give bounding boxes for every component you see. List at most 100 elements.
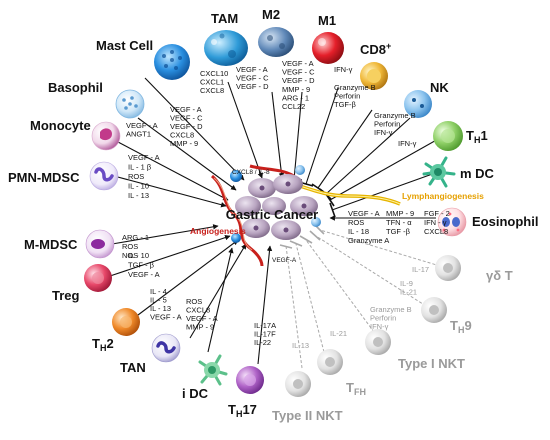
dash-th9 — [315, 235, 427, 307]
th2-cell — [112, 308, 140, 336]
inhibit-m1 — [305, 87, 339, 185]
mast-factor: VEGF - C — [236, 74, 269, 83]
pmnmdsc-cell — [89, 161, 119, 191]
m1-name: M1 — [318, 13, 336, 28]
nk-name: NK — [430, 80, 449, 95]
cd8-factor: Perforin — [334, 92, 360, 101]
th9-name: TH9 — [450, 318, 472, 335]
nk-factor: Perforin — [374, 120, 400, 129]
th1-factor: IFN-γ — [398, 139, 417, 148]
th1-name: TH1 — [466, 128, 488, 145]
m2extra-factor: CCL22 — [282, 102, 305, 111]
th1-cell — [433, 121, 463, 151]
arrow-th2 — [133, 239, 239, 319]
th2-factor: IL - 13 — [150, 304, 171, 313]
mmdsc-factor: ARG - 1 — [122, 233, 149, 242]
center-cxcl8-tag: CXCL8 / IL-8 — [232, 169, 270, 176]
th2-factor: IL - 5 — [150, 296, 167, 305]
blood-vessel — [210, 174, 264, 267]
inhibit-bar-mdc — [329, 202, 336, 218]
monocyte-factor: ANGT1 — [126, 130, 151, 139]
nk-factor: Granzyme B — [374, 111, 416, 120]
eosinophil-factor: TFN - α — [386, 218, 412, 227]
tfh-factor: IL-21 — [330, 329, 347, 338]
type2nkt-name: Type II NKT — [272, 408, 343, 423]
cell-names: TAM M2 M1 CD8+ Mast Cell Basophil NK Mon… — [8, 7, 538, 423]
arrow-idc — [207, 247, 234, 353]
eosinophil-factor: CXCL8 — [424, 227, 448, 236]
dash-type1nkt — [305, 239, 375, 333]
tam-factor: CXCL10 — [200, 69, 228, 78]
mmdsc-name: M-MDSC — [24, 237, 78, 252]
m1-factor: IFN-γ — [334, 65, 353, 74]
tam-factor: CXCL8 — [200, 86, 224, 95]
type2nkt-factor: IL-13 — [292, 341, 309, 350]
th2-factor: IL - 4 — [150, 287, 167, 296]
type1nkt-factor: IFN-γ — [370, 322, 389, 331]
th17-factor: IL-17A — [254, 321, 276, 330]
eosinophil-factor: IL - 18 — [348, 227, 369, 236]
eosinophil-factor: MMP - 9 — [386, 209, 414, 218]
inhibit-th1 — [329, 137, 441, 201]
type1nkt-name: Type I NKT — [398, 356, 465, 371]
cd8-name: CD8+ — [360, 41, 391, 57]
center-vegf-tag: VEGF-A — [272, 257, 297, 264]
treg-factor: VEGF - A — [128, 270, 160, 279]
th9-factor: IL-21 — [400, 288, 417, 297]
mmdsc-factor: ROS — [122, 242, 138, 251]
inhibit-mdc — [331, 171, 439, 211]
nk-factor: IFN-γ — [374, 128, 393, 137]
tan-cell — [151, 333, 181, 363]
mast-name: Mast Cell — [96, 38, 153, 53]
eosinophil-factor: ROS — [348, 218, 364, 227]
basophil-factor: CXCL8 — [170, 131, 194, 140]
basophil-factor: VEGF - A — [170, 105, 202, 114]
dash-type2nkt — [285, 245, 303, 369]
tan-factor: CXCL8 — [186, 306, 210, 315]
treg-cell — [84, 264, 112, 292]
eosinophil-name: Eosinophil — [472, 214, 538, 229]
basophil-cell — [115, 89, 145, 119]
type1nkt-factor: Perforin — [370, 314, 396, 323]
basophil-factor: VEGF - C — [170, 114, 203, 123]
m2-factor: VEGF - A — [282, 59, 314, 68]
idc-cell — [198, 354, 228, 386]
dash-tfh — [295, 243, 325, 353]
mmdsc-factor: NOS — [122, 251, 138, 260]
mdc-cell — [422, 156, 456, 188]
tumor-cluster — [230, 165, 321, 243]
tan-factor: ROS — [186, 297, 202, 306]
eosinophil-factor: IFN - γ — [424, 218, 447, 227]
arrow-th17 — [257, 245, 273, 365]
treg-factor: IL - 10 — [128, 251, 149, 260]
type2nkt-cell — [285, 371, 311, 397]
arrow-m2 — [271, 91, 285, 179]
cd8-factor: TGF-β — [334, 100, 356, 109]
cells — [84, 27, 467, 397]
arrow-pmnmdsc — [113, 175, 227, 208]
inhibit-bar-th1 — [325, 193, 335, 207]
pmnmdsc-factor: ROS — [128, 172, 144, 181]
tan-name: TAN — [120, 360, 146, 375]
pmnmdsc-factor: IL - 1 β — [128, 163, 152, 172]
th17-cell — [236, 366, 264, 394]
arrow-tan — [189, 243, 247, 339]
eosinophil-factor: Granzyme A — [348, 236, 389, 245]
monocyte-cell — [91, 121, 121, 151]
mast-cell — [154, 44, 190, 80]
tam-cell — [204, 30, 248, 66]
th9-factor: IL-9 — [400, 279, 413, 288]
pmnmdsc-name: PMN-MDSC — [8, 170, 80, 185]
gdt-factor: IL-17 — [412, 265, 429, 274]
th17-factor: IL-22 — [254, 338, 271, 347]
m2extra-factor: MMP - 9 — [282, 85, 310, 94]
tam-factor: CXCL1 — [200, 78, 224, 87]
m1-cell — [312, 32, 344, 64]
eosinophil-factor: TGF -β — [386, 227, 411, 236]
m2-factor: VEGF - D — [282, 76, 315, 85]
tan-factor: VEGF - A — [186, 314, 218, 323]
basophil-name: Basophil — [48, 80, 103, 95]
